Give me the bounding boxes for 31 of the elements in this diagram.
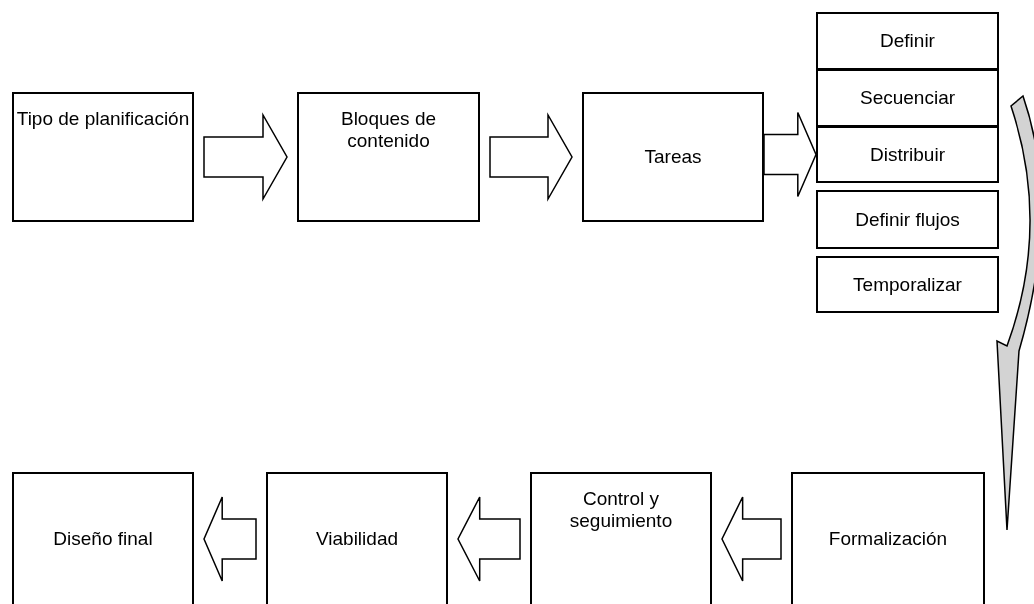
process-box (12, 92, 194, 222)
process-box (816, 256, 999, 313)
block-arrow (457, 496, 521, 582)
process-box (530, 472, 712, 604)
process-box (266, 472, 448, 604)
box-label: Tareas (644, 146, 702, 168)
box-label: Definir flujos (855, 208, 960, 231)
box-label: Control y seguimiento (568, 488, 674, 532)
block-arrow (721, 496, 782, 582)
process-box (816, 126, 999, 183)
process-box (816, 69, 999, 127)
box-label: Definir (880, 30, 935, 52)
block-arrow (763, 111, 817, 198)
box-label: Tipo de planificación (16, 108, 190, 130)
box-label: Viabilidad (315, 528, 399, 550)
process-box (582, 92, 764, 222)
block-arrow (203, 496, 257, 582)
process-box (816, 12, 999, 70)
box-label: Secuenciar (859, 87, 956, 109)
process-box (297, 92, 480, 222)
box-label: Diseño final (53, 528, 153, 550)
process-box (12, 472, 194, 604)
process-box (791, 472, 985, 604)
box-label: Formalización (828, 528, 948, 550)
process-box (816, 190, 999, 249)
block-arrow (996, 95, 1034, 531)
box-label: Temporalizar (853, 273, 962, 296)
box-label: Bloques de contenido (339, 108, 438, 152)
block-arrow (203, 112, 288, 202)
box-label: Distribuir (870, 143, 945, 166)
block-arrow (489, 112, 573, 202)
